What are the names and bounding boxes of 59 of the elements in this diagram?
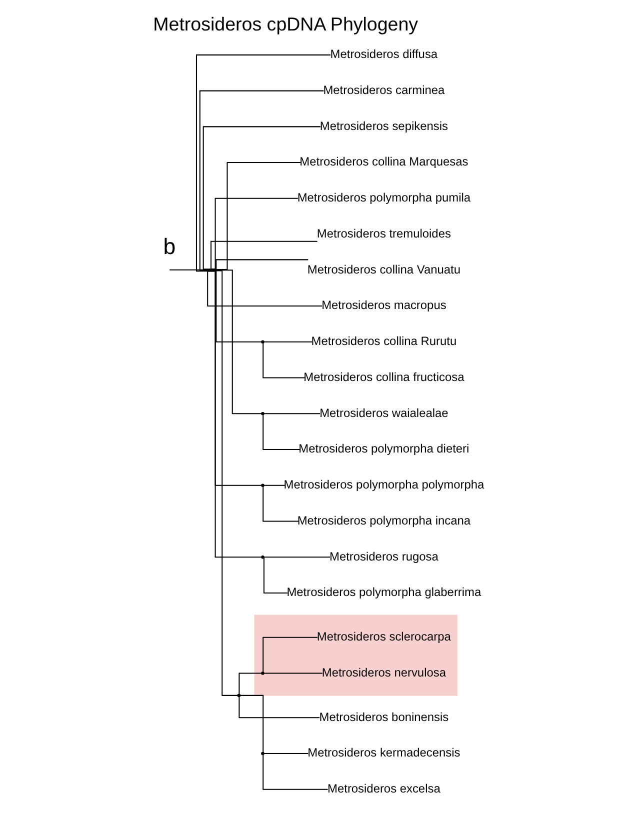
connector: [262, 486, 298, 522]
node-text: Metrosideros excelsa: [328, 782, 440, 796]
node-point: [261, 752, 264, 756]
connector: [240, 694, 264, 752]
cluster: [254, 614, 458, 696]
node-text: Metrosideros polymorpha polymorpha: [284, 478, 484, 492]
node-text: Metrosideros sclerocarpa: [316, 630, 451, 644]
node-point: [237, 694, 241, 698]
node-point: [261, 340, 264, 344]
node-text: Metrosideros polymorpha pumila: [297, 190, 471, 205]
node-text: Metrosideros nervulosa: [322, 665, 446, 680]
node-text: Metrosideros collina Marquesas: [300, 154, 468, 169]
connector: [207, 270, 322, 307]
connector: [214, 272, 262, 486]
node-text: Metrosideros collina Rurutu: [311, 334, 457, 348]
node-text: Metrosideros polymorpha dieteri: [298, 442, 470, 456]
node-text: Metrosideros sepikensis: [320, 118, 448, 133]
connector: [262, 414, 300, 450]
connector: [262, 636, 318, 672]
node-text: Metrosideros polymorpha incana: [297, 513, 471, 528]
connector: [263, 557, 288, 594]
node-text: Metrosideros polymorpha glaberrima: [286, 585, 482, 600]
connector: [170, 269, 214, 270]
connector: [216, 270, 238, 696]
connector: [264, 413, 320, 414]
connector: [238, 672, 262, 694]
connector: [264, 341, 312, 342]
connector: [214, 271, 262, 558]
node-point: [213, 268, 217, 272]
node-text: Metrosideros tremuloides: [316, 226, 451, 240]
node-text: Metrosideros waialealae: [320, 406, 448, 420]
connector: [216, 270, 262, 414]
node-text: Metrosideros kermadecensis: [308, 746, 460, 760]
connector: [264, 556, 330, 558]
connector: [238, 696, 320, 718]
connector: [216, 259, 308, 270]
connector: [216, 162, 301, 270]
node-point: [261, 555, 264, 559]
connector: [202, 126, 321, 270]
diagram-title: Metrosideros cpDNA Phylogeny: [153, 14, 418, 35]
node-point: [261, 672, 264, 675]
node-text: Metrosideros carminea: [323, 82, 445, 97]
node-text: Metrosideros collina Vanuatu: [307, 262, 460, 276]
node-text: Metrosideros diffusa: [330, 47, 438, 62]
label: b: [163, 234, 176, 260]
connector: [264, 672, 322, 674]
connector: [214, 198, 298, 269]
node-text: Metrosideros rugosa: [330, 549, 438, 564]
node-point: [261, 484, 264, 488]
connector: [210, 240, 318, 270]
node-text: Metrosideros collina fructicosa: [304, 370, 464, 384]
node-point: [261, 412, 264, 416]
connector: [264, 484, 286, 486]
node-text: Metrosideros macropus: [322, 298, 446, 312]
node-text: Metrosideros boninensis: [319, 710, 449, 724]
connector: [262, 754, 328, 790]
connector: [262, 343, 305, 378]
connector: [264, 753, 308, 754]
connector: [216, 270, 262, 342]
